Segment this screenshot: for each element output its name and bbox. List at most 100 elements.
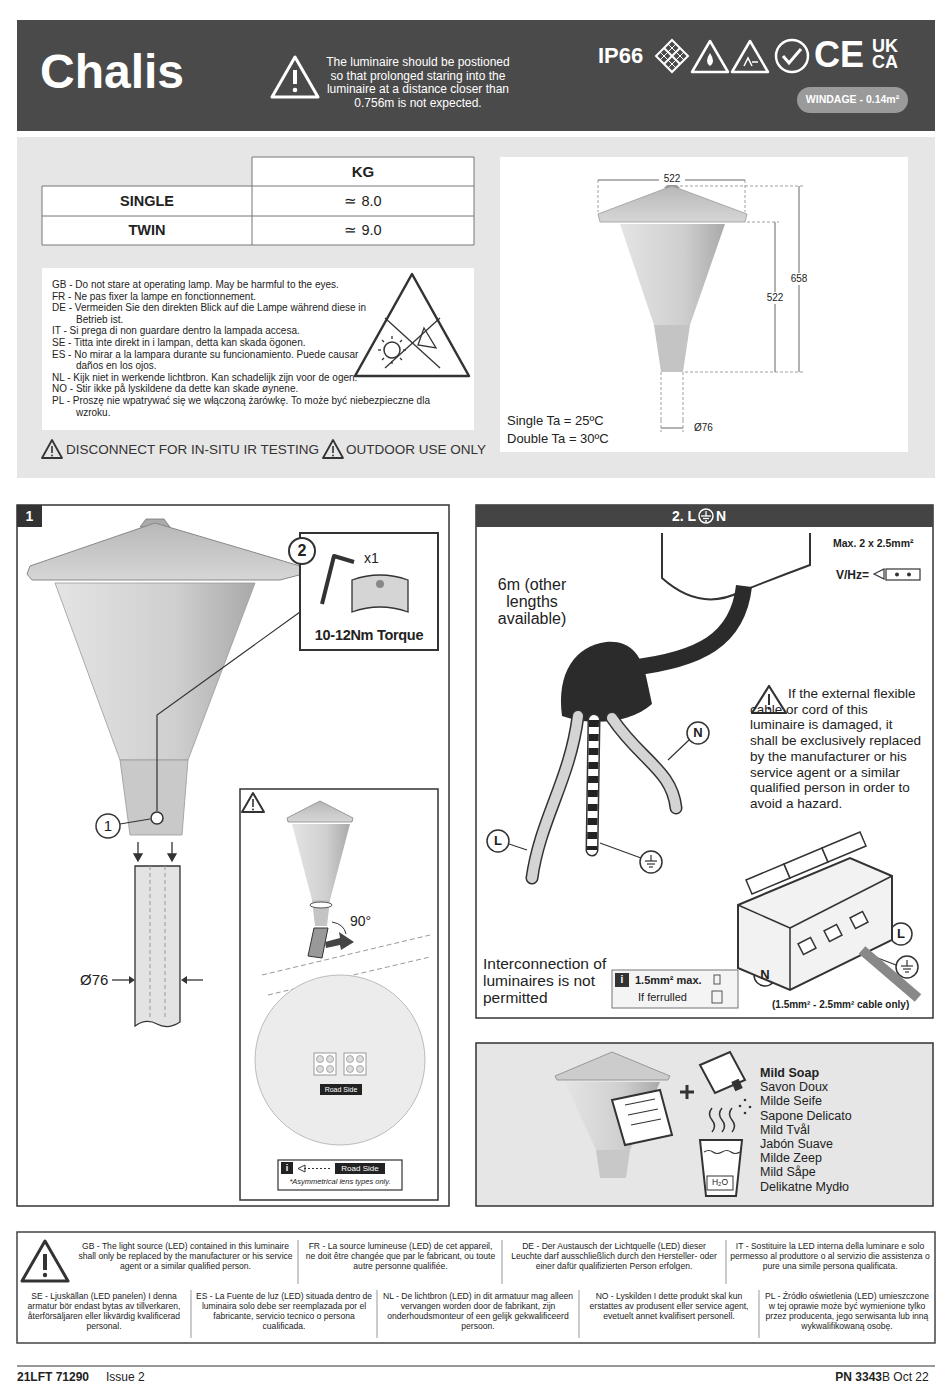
info-box: i1.5mm² max.If ferrulled [612, 970, 738, 1008]
info-section-part-part [385, 318, 440, 368]
step-one-drawing-part [120, 760, 188, 835]
node-text: ES - La Fuente de luz (LED) situada dent… [194, 1292, 374, 1332]
info-section-part [51, 446, 53, 453]
node-text: GB - Do not stare at operating lamp. May… [52, 279, 367, 291]
step-two-drawing-part-part [487, 830, 509, 852]
info-section-part-part [42, 186, 43, 245]
info-section-part [332, 446, 334, 453]
warning-band-part-part [726, 1240, 727, 1284]
cleaning-drawing-part [704, 1151, 740, 1154]
dimension: Ø76 [694, 422, 713, 434]
node-text: If ferrulled [638, 991, 687, 1004]
step-two-drawing-part [907, 573, 911, 577]
step-one-drawing-part-part [357, 1056, 364, 1063]
node-text: N [754, 967, 776, 983]
warning-band-part [17, 1232, 935, 1343]
header-background-part [272, 57, 318, 97]
step-one-drawing-part [322, 556, 354, 604]
certification-icons-part [668, 52, 684, 68]
water-label: H₂O [707, 1177, 733, 1188]
step-one-drawing-part [335, 1163, 385, 1174]
node-text: 1 [17, 508, 42, 524]
step-two-drawing-part [532, 716, 676, 878]
warning-band-part-part [502, 1240, 503, 1284]
step-two-drawing-part-part [798, 937, 816, 954]
node-text: DE - Der Austausch der Lichtquelle (LED)… [506, 1242, 722, 1272]
step-two-drawing-part [699, 509, 713, 523]
step-one-drawing-part [134, 842, 176, 861]
info-section-part [51, 455, 53, 457]
step-one-drawing-part [317, 1056, 364, 1073]
step-one-drawing-part [242, 793, 264, 812]
step-two-drawing-part-part [647, 863, 655, 864]
step-two-drawing-part-part [532, 716, 578, 878]
node-text: Single Ta = 25ºC [507, 414, 604, 429]
cleaning-drawing-part [700, 1140, 742, 1196]
step-two-drawing-part [476, 505, 933, 1018]
node-text: i [281, 1162, 293, 1174]
dimension-drawing-part [598, 180, 799, 428]
step-one-drawing-part [320, 1084, 362, 1095]
cleaning-drawing-part-part [739, 1105, 742, 1108]
step-two-drawing-part-part [649, 866, 653, 867]
certification-icons-part [732, 41, 768, 72]
road-side-tag: Road Side [320, 1084, 362, 1095]
dimension-drawing [500, 157, 908, 452]
step-two-drawing-part-part [600, 843, 641, 858]
step-one-drawing-part [135, 866, 180, 1027]
info-section-part [323, 440, 343, 458]
callout-number: 2 [289, 538, 315, 564]
certification-icons-part [692, 41, 728, 72]
step-one-drawing-part [292, 824, 350, 900]
node-text: *Asymmetrical lens types only. [279, 1177, 401, 1187]
table-cell: SINGLE [42, 193, 252, 210]
step-two-drawing-part-part [592, 720, 594, 850]
step-two-drawing-part-part [746, 864, 790, 894]
info-section-part-part [378, 349, 381, 350]
step-two-drawing-part [712, 991, 722, 1003]
step-two-drawing-part-part [612, 718, 676, 808]
step-two-drawing-part-part [701, 515, 711, 516]
certification-icons-part [664, 48, 680, 64]
step-one-drawing-part [308, 928, 328, 958]
dimension-drawing-part-part [683, 372, 684, 420]
step-one-drawing-part [129, 976, 135, 984]
warning-band-part-part [579, 1290, 580, 1338]
header-background [17, 20, 935, 131]
step-one-drawing-part-part [168, 854, 176, 861]
torque-box: x110-12Nm Torque2 [300, 533, 438, 650]
step-two-drawing-part-part [824, 924, 842, 941]
dimension-drawing-part [620, 224, 725, 325]
node-text: Milde Zeep [760, 1151, 822, 1165]
step-one-drawing-part [314, 1053, 366, 1075]
dimension: 522 [659, 173, 685, 185]
info-section-part-part [252, 157, 253, 245]
step-two-drawing-part [790, 876, 892, 928]
info-section-part [42, 157, 474, 245]
terminal-callout: N [687, 722, 709, 744]
info-section-part [418, 328, 436, 348]
step-one-drawing-part-part [314, 1053, 336, 1075]
step-one-drawing-part [298, 1165, 305, 1172]
step-one-drawing-part-part [137, 842, 138, 855]
node-text: WINDAGE - 0.14m² [797, 93, 908, 105]
wiring-note: Interconnection of luminaires is not per… [483, 955, 608, 1006]
node-text: 2. L [636, 508, 696, 524]
step-one-drawing-part-part [327, 1056, 334, 1063]
header-background-part [293, 88, 298, 93]
info-section-part-part [400, 340, 402, 342]
step-one-drawing-part-part [134, 854, 142, 861]
step-two-drawing-part [561, 642, 652, 722]
node-text: IT - Si prega di non guardare dentro la … [52, 325, 367, 337]
warning-band-part [17, 1366, 935, 1367]
info-section-part-part [382, 358, 384, 360]
dimension-drawing-part-part [680, 186, 803, 187]
step-two-drawing-part-part [645, 860, 657, 861]
warning-band-part-part [298, 1240, 299, 1284]
node-text: 10-12Nm Torque [302, 627, 436, 644]
header-background-part [293, 70, 297, 84]
dimension-drawing-part-part [685, 372, 803, 373]
node-text: FR - La source lumineuse (LED) de cet ap… [303, 1242, 498, 1272]
info-section-part [378, 318, 440, 368]
